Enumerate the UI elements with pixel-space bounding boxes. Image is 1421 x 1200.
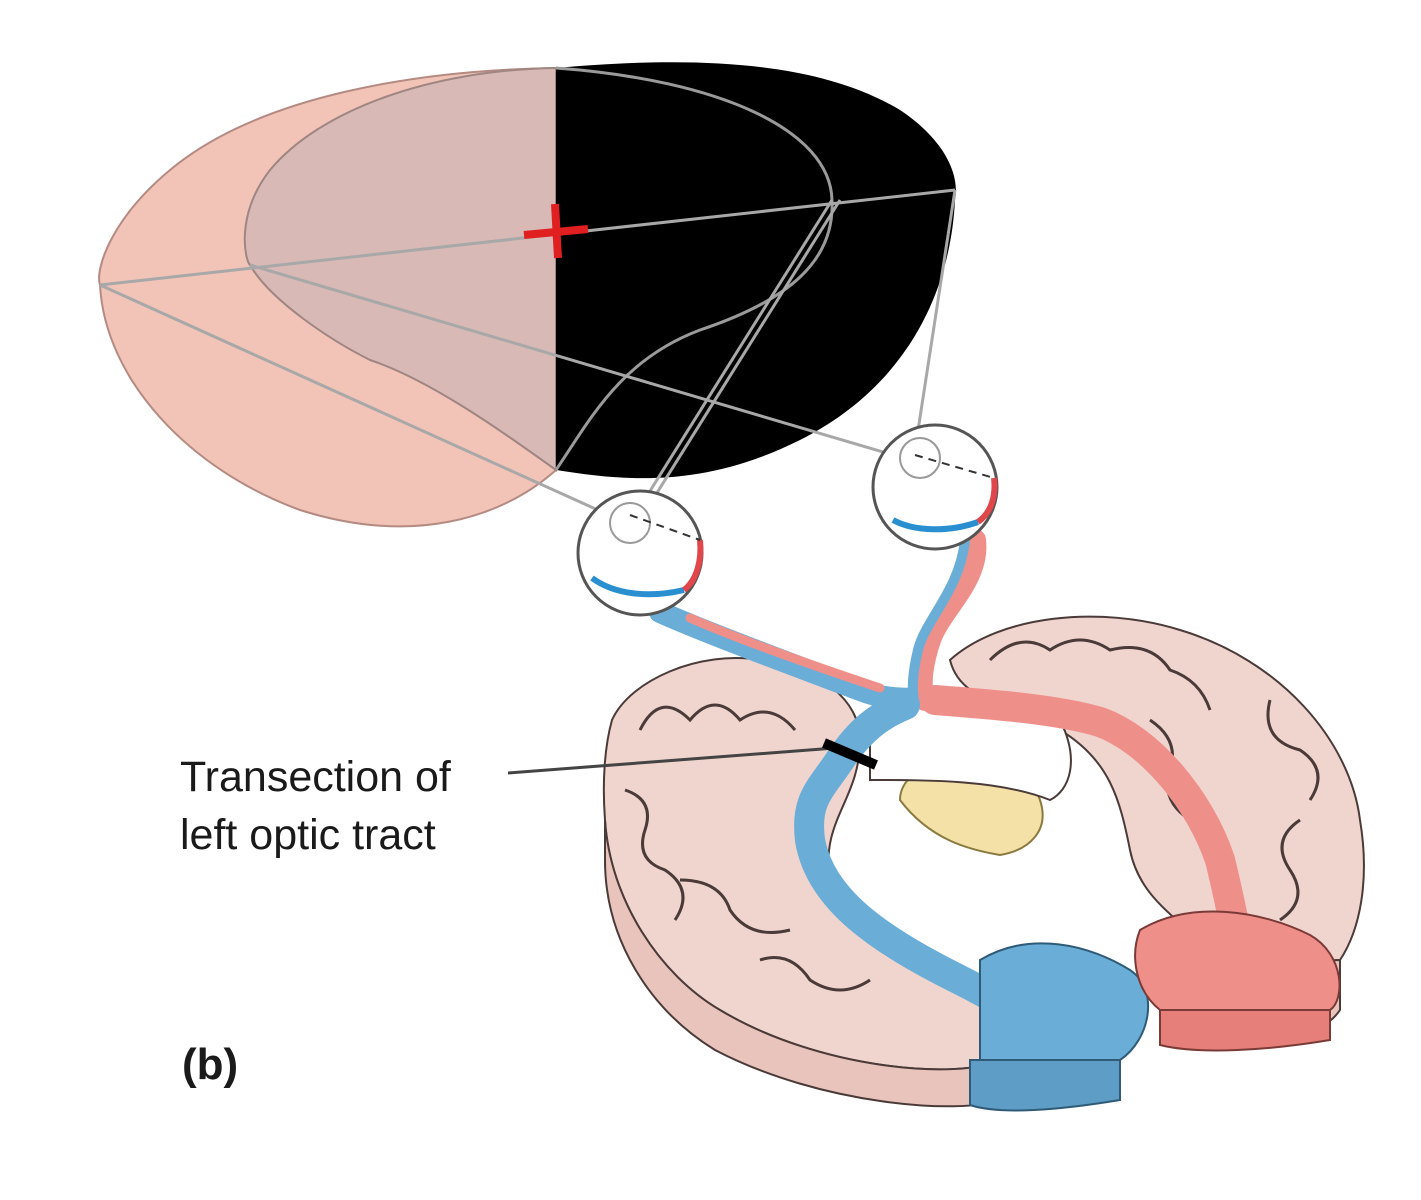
callout-line-1: Transection of bbox=[180, 753, 451, 801]
gyri-right bbox=[988, 638, 1320, 922]
transection-callout: Transection of left optic tract bbox=[180, 748, 451, 864]
left-visual-cortex bbox=[979, 942, 1150, 1061]
optic-pathways bbox=[649, 529, 1341, 1112]
right-optic-nerve-blue bbox=[907, 535, 970, 705]
right-optic-tract bbox=[920, 685, 1255, 965]
right-visual-cortex bbox=[1134, 910, 1341, 1011]
right-eyeball-icon bbox=[871, 423, 999, 551]
callout-line-2: left optic tract bbox=[180, 811, 436, 859]
blind-right-half-field bbox=[556, 62, 956, 479]
panel-label: (b) bbox=[182, 1040, 239, 1089]
callout-leader-line bbox=[507, 746, 836, 775]
visual-field bbox=[98, 62, 957, 528]
left-eyeball-icon bbox=[576, 489, 704, 617]
left-optic-nerve-red bbox=[685, 613, 885, 693]
left-visual-cortex-side bbox=[969, 1059, 1121, 1112]
right-optic-nerve-red bbox=[910, 529, 987, 711]
right-visual-cortex-side bbox=[1159, 1009, 1331, 1052]
sight-lines bbox=[99, 188, 957, 522]
red-cross-icon bbox=[523, 203, 589, 259]
gyri-left bbox=[624, 703, 871, 992]
lesion-bar bbox=[822, 738, 878, 770]
field-boundary-curve bbox=[554, 66, 834, 471]
